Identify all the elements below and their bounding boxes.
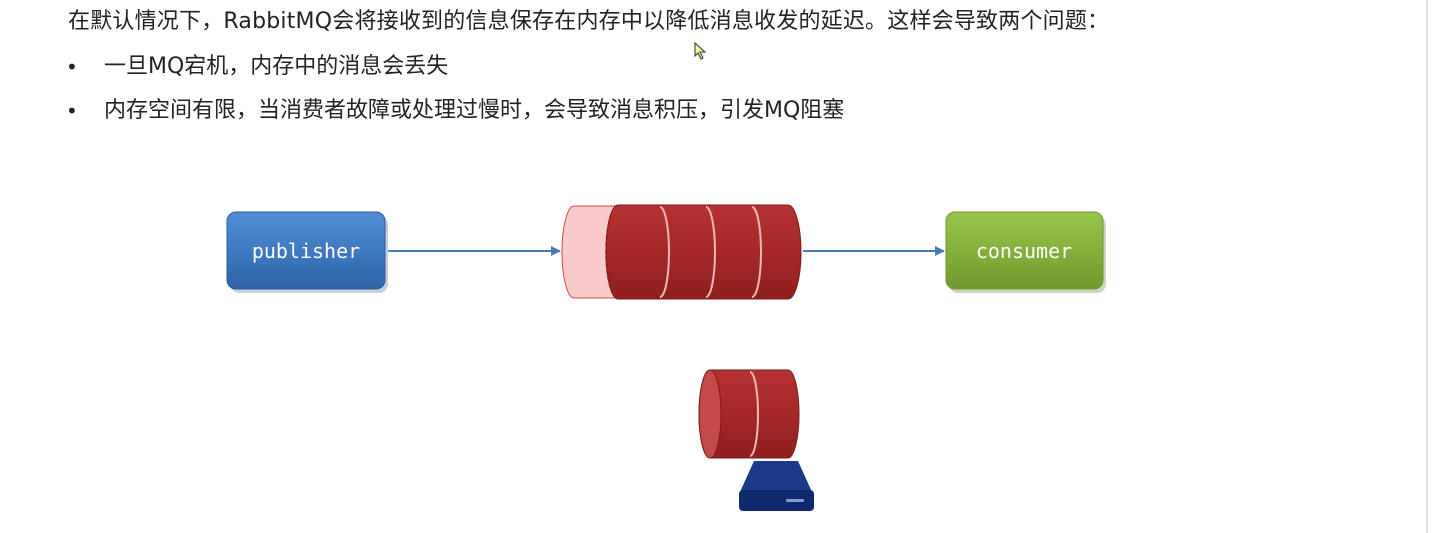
overflow-messages: [698, 369, 800, 459]
bullet-marker: •: [66, 55, 78, 79]
consumer-node: consumer: [945, 211, 1106, 293]
intro-text: 在默认情况下，RabbitMQ会将接收到的信息保存在内存中以降低消息收发的延迟。…: [68, 9, 1110, 34]
message-divider: [659, 206, 670, 298]
bullet-text-mq-down: 一旦MQ宕机，内存中的消息会丢失: [104, 54, 449, 79]
publisher-node: publisher: [226, 211, 388, 293]
memory-queue: [561, 204, 802, 300]
publisher-label: publisher: [252, 239, 360, 263]
hard-drive-icon: [739, 461, 814, 511]
page-edge-divider: [1426, 0, 1428, 533]
message-divider: [751, 206, 762, 298]
queue-body: [605, 204, 802, 300]
consumer-label: consumer: [976, 239, 1072, 263]
message-divider: [705, 206, 716, 298]
bullet-marker: •: [66, 99, 78, 123]
mouse-cursor-icon: [694, 42, 707, 60]
bullet-text-memory-limit: 内存空间有限，当消费者故障或处理过慢时，会导致消息积压，引发MQ阻塞: [104, 98, 845, 123]
